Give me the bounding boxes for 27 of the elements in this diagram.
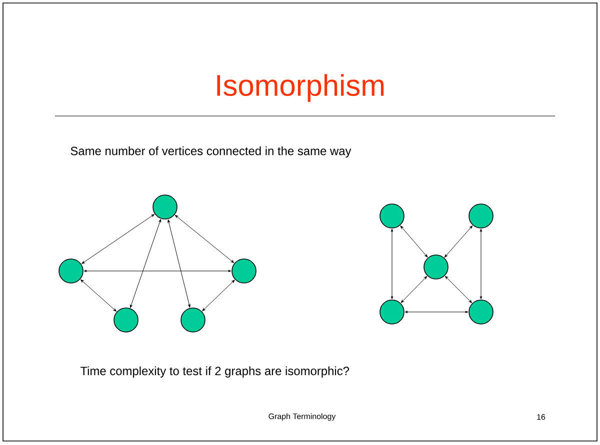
arrow: [174, 215, 234, 263]
vertex-circle: [152, 194, 178, 220]
body-text: Same number of vertices connected in the same way: [70, 146, 352, 158]
arrow: [130, 219, 162, 308]
vertex-circle: [58, 258, 84, 284]
vertex-circle: [232, 258, 256, 284]
vertex-circle: [114, 308, 138, 332]
arrow: [480, 228, 482, 300]
arrow: [84, 270, 232, 272]
arrow: [82, 214, 154, 264]
arrow: [390, 228, 394, 300]
vertex-circle: [468, 300, 494, 324]
arrow: [80, 279, 116, 312]
vertex-circle: [380, 204, 404, 228]
body-text: Time complexity to test if 2 graphs are isomorphic?: [80, 366, 350, 378]
arrow: [202, 280, 235, 312]
arrow: [444, 226, 473, 258]
arrow: [445, 276, 472, 303]
vertex-circle: [424, 254, 448, 280]
arrow: [400, 226, 428, 258]
arrow: [404, 310, 468, 314]
vertex-circle: [180, 308, 206, 332]
vertex-circle: [380, 300, 404, 324]
arrow: [168, 219, 190, 308]
vertex-circle: [468, 204, 494, 228]
arrow: [400, 276, 428, 303]
slide-title: Isomorphism: [217, 74, 384, 102]
